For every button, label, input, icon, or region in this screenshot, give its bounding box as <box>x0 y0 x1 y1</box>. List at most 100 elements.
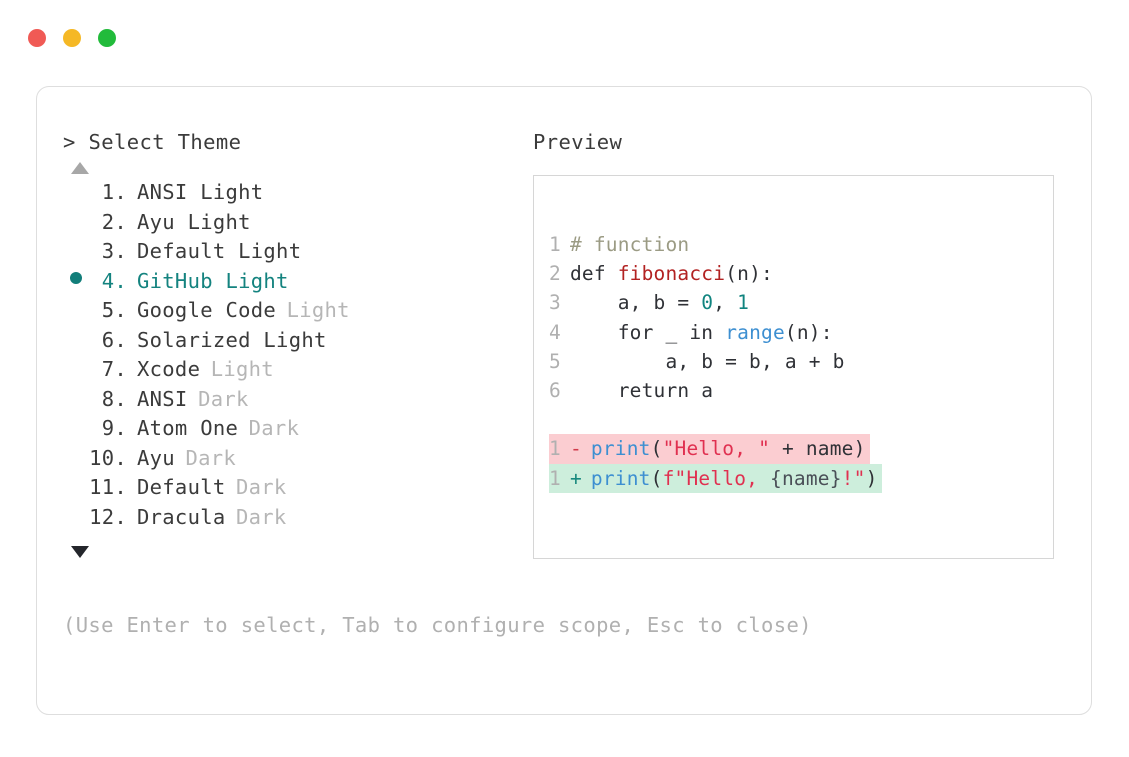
theme-item-number: 4. <box>101 268 127 293</box>
code-token-plain: return a <box>569 379 714 403</box>
theme-item-variant: Dark <box>236 504 287 529</box>
selection-marker <box>63 271 89 284</box>
code-token-builtin: print <box>590 437 651 461</box>
theme-list-item[interactable]: 4. GitHub Light <box>63 269 533 299</box>
code-token-punct: (n): <box>725 262 773 286</box>
code-gap <box>534 405 1053 434</box>
code-token-str: "Hello, " <box>662 437 771 461</box>
theme-item-number: 5. <box>101 298 127 322</box>
code-token-str: f"Hello, <box>662 466 771 490</box>
line-number: 2 <box>549 262 561 286</box>
diff-sample: 1-print("Hello, " + name)1+print(f"Hello… <box>534 434 1053 493</box>
preview-label: Preview <box>533 130 623 154</box>
window-controls <box>28 29 116 47</box>
keyboard-hint: (Use Enter to select, Tab to configure s… <box>63 613 812 637</box>
theme-item-name: Ayu <box>137 445 175 470</box>
code-token-plain: for _ in <box>569 320 726 344</box>
theme-item-number: 1. <box>101 180 127 204</box>
theme-item-number: 3. <box>101 239 127 263</box>
line-source: for _ in range(n): <box>570 318 833 347</box>
theme-list-item[interactable]: 3. Default Light <box>63 239 533 269</box>
theme-list-item[interactable]: 9. Atom One Dark <box>63 416 533 446</box>
code-token-plain: a, b = b, a + b <box>569 349 845 373</box>
code-token-punct: ( <box>650 437 663 461</box>
theme-list-item[interactable]: 6.Solarized Light <box>63 328 533 358</box>
theme-item-name: Dracula <box>137 504 226 529</box>
code-token-builtin: print <box>590 466 651 490</box>
theme-list-item[interactable]: 7. Xcode Light <box>63 357 533 387</box>
diff-line-minus: 1-print("Hello, " + name) <box>534 434 1053 464</box>
theme-item-number: 12. <box>89 504 127 529</box>
line-number: 1 <box>549 466 561 490</box>
theme-item-name: Atom One <box>137 416 239 440</box>
line-source: print(f"Hello, {name}!") <box>591 464 878 493</box>
theme-item-name: Google Code <box>137 298 277 322</box>
code-token-punct: ) <box>865 466 878 490</box>
diff-sign: - <box>569 437 582 461</box>
code-line: 3 a, b = 0, 1 <box>534 288 1053 317</box>
theme-item-name: GitHub Light <box>137 268 289 293</box>
line-source: a, b = b, a + b <box>570 347 845 376</box>
theme-list-item[interactable]: 1.ANSI Light <box>63 180 533 210</box>
code-token-punct: ) <box>853 437 866 461</box>
diff-line-plus: 1 + print(f"Hello, {name}!") <box>534 463 1053 493</box>
theme-list-item[interactable]: 2.Ayu Light <box>63 210 533 240</box>
minimize-dot[interactable] <box>63 29 81 47</box>
theme-item-variant: Dark <box>198 386 249 411</box>
line-number: 4 <box>549 320 561 344</box>
selected-bullet-icon <box>70 271 82 284</box>
line-number: 6 <box>549 379 561 403</box>
window-titlebar <box>0 0 1129 76</box>
theme-item-number: 11. <box>89 475 127 499</box>
theme-item-name: Solarized Light <box>137 327 327 352</box>
code-line: 1 # function <box>534 230 1053 259</box>
diff-line-content: 1-print("Hello, " + name) <box>549 434 870 464</box>
maximize-dot[interactable] <box>98 29 116 47</box>
code-token-builtin: range <box>725 320 785 344</box>
theme-item-variant: Light <box>210 357 274 381</box>
theme-list-item[interactable]: 10. Ayu Dark <box>63 446 533 476</box>
theme-item-name: Default <box>137 475 226 499</box>
code-token-comment: # function <box>569 233 690 256</box>
close-dot[interactable] <box>28 29 46 47</box>
theme-item-name: Default Light <box>137 239 302 263</box>
scroll-up-icon[interactable] <box>71 162 89 174</box>
code-token-str: !" <box>841 466 866 490</box>
line-source: # function <box>570 230 689 259</box>
line-number: 1 <box>549 437 561 461</box>
theme-item-variant: Dark <box>185 445 237 470</box>
code-token-num: 1 <box>737 291 750 315</box>
theme-item-name: ANSI <box>137 386 188 411</box>
theme-item-number: 10. <box>89 445 127 470</box>
theme-item-variant: Dark <box>248 416 300 440</box>
code-token-num: 0 <box>701 291 714 315</box>
code-token-punct: (n): <box>784 320 833 344</box>
line-source: return a <box>570 376 713 405</box>
code-token-plain: , <box>713 291 738 315</box>
code-line: 6 return a <box>534 376 1053 405</box>
line-number: 5 <box>549 349 561 373</box>
line-number: 1 <box>549 233 561 256</box>
diff-sign: + <box>569 466 582 490</box>
theme-item-number: 9. <box>101 416 127 440</box>
theme-item-name: Xcode <box>137 357 201 381</box>
scroll-down-icon[interactable] <box>71 546 89 558</box>
theme-list-item[interactable]: 12. Dracula Dark <box>63 505 533 535</box>
code-line: 4 for _ in range(n): <box>534 318 1053 347</box>
theme-item-number: 7. <box>101 357 127 381</box>
diff-line-content: 1 + print(f"Hello, {name}!") <box>549 463 882 493</box>
theme-list-item[interactable]: 8. ANSI Dark <box>63 387 533 417</box>
theme-item-number: 8. <box>101 386 127 411</box>
line-source: a, b = 0, 1 <box>570 288 749 317</box>
code-token-plain: + name <box>770 437 854 461</box>
